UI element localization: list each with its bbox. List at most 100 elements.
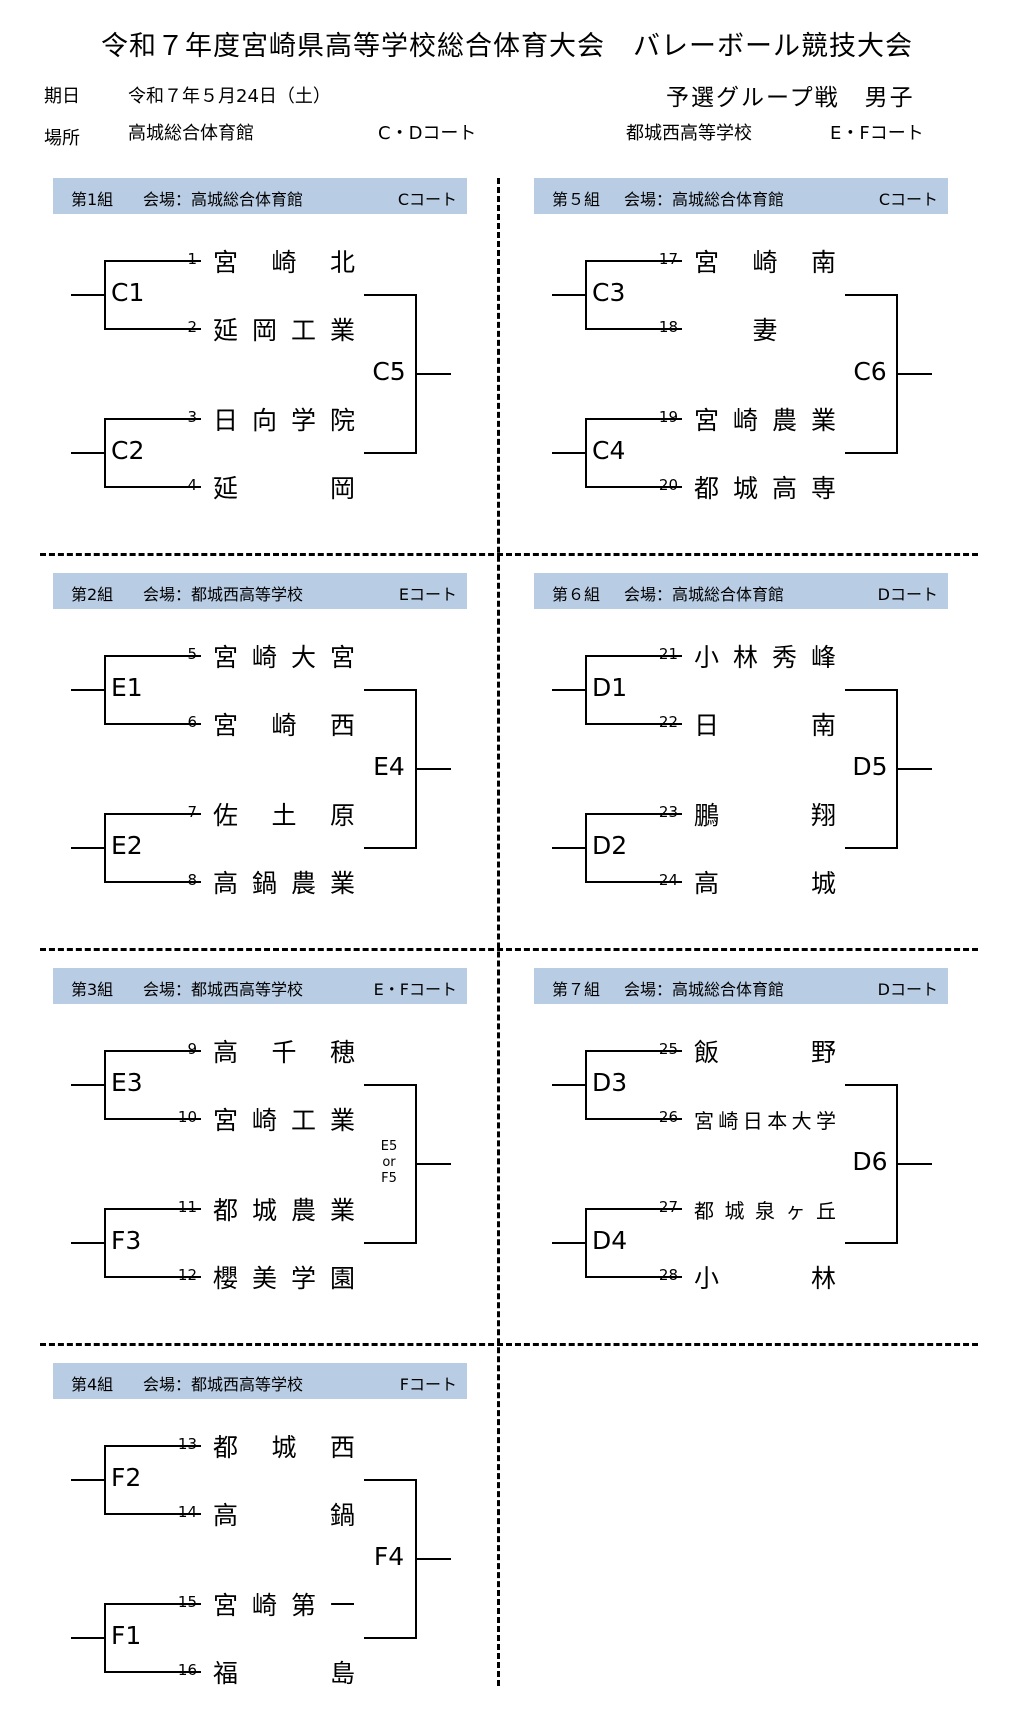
bracket-line: [104, 486, 201, 488]
bracket-line: [364, 452, 416, 454]
category-label: 予選グループ戦 男子: [666, 85, 915, 111]
group-name: 第2組: [71, 585, 114, 604]
team-seed: 2: [187, 318, 197, 336]
bracket-line: [896, 1163, 932, 1165]
team-seed: 15: [177, 1593, 197, 1611]
team-name: 櫻美学園: [213, 1264, 355, 1293]
venue1-name: 高城総合体育館: [128, 123, 254, 144]
match-label: C3: [592, 278, 626, 307]
bracket-line: [104, 1671, 201, 1673]
team-name: 宮崎日本大学: [694, 1109, 836, 1133]
bracket-line: [552, 847, 585, 849]
bracket-line: [104, 1208, 106, 1278]
team-name: 小林: [694, 1264, 836, 1293]
bracket-line: [415, 373, 451, 375]
team-name: 日南: [694, 711, 836, 740]
bracket-line: [415, 768, 451, 770]
final-match-label: D6: [852, 1147, 888, 1176]
bracket-line: [71, 1084, 104, 1086]
venue-label: 場所: [44, 128, 80, 149]
match-label: F3: [111, 1226, 142, 1255]
final-match-label: C6: [853, 357, 887, 386]
bracket-line: [585, 813, 682, 815]
bracket-line: [104, 655, 106, 725]
bracket-line: [364, 1084, 416, 1086]
bracket-line: [71, 689, 104, 691]
bracket-line: [104, 1208, 201, 1210]
bracket-line: [104, 1603, 201, 1605]
team-name: 高鍋: [213, 1501, 355, 1530]
bracket-line: [104, 328, 201, 330]
bracket-line: [845, 1084, 897, 1086]
bracket-line: [585, 1050, 587, 1120]
team-name: 都城泉ヶ丘: [694, 1199, 836, 1223]
final-match-label: E4: [373, 752, 405, 781]
bracket-line: [845, 452, 897, 454]
bracket-line: [364, 1242, 416, 1244]
match-label: D1: [592, 673, 628, 702]
bracket-line: [415, 1558, 451, 1560]
group-court: Fコート: [399, 1375, 457, 1394]
team-name: 妻: [752, 316, 778, 345]
bracket-line: [364, 1479, 416, 1481]
bracket-line: [104, 1276, 201, 1278]
bracket-line: [71, 847, 104, 849]
group-name: 第６組: [552, 585, 601, 604]
bracket-line: [552, 1084, 585, 1086]
team-seed: 18: [658, 318, 678, 336]
bracket-line: [104, 881, 201, 883]
bracket-line: [71, 294, 104, 296]
team-seed: 4: [187, 476, 197, 494]
page-title: 令和７年度宮崎県高等学校総合体育大会 バレーボール競技大会: [101, 31, 913, 62]
bracket-line: [104, 418, 201, 420]
team-seed: 24: [658, 871, 678, 889]
match-label: E3: [111, 1068, 143, 1097]
team-seed: 10: [177, 1108, 197, 1126]
match-label: C4: [592, 436, 626, 465]
bracket-line: [104, 418, 106, 488]
final-match-label: F4: [373, 1542, 405, 1571]
bracket-line: [104, 1050, 201, 1052]
match-label: E1: [111, 673, 143, 702]
team-seed: 16: [177, 1661, 197, 1679]
team-seed: 7: [187, 803, 197, 821]
team-name: 小林秀峰: [694, 643, 836, 672]
row-divider-3: [40, 1343, 978, 1346]
team-name: 高城: [694, 869, 836, 898]
bracket-line: [845, 689, 897, 691]
team-seed: 6: [187, 713, 197, 731]
team-name: 延岡: [213, 474, 355, 503]
final-match-label: C5: [372, 357, 406, 386]
group-name: 第1組: [71, 190, 114, 209]
final-match-line: or: [382, 1155, 396, 1170]
team-name: 宮崎第一: [213, 1591, 355, 1620]
team-name: 延岡工業: [213, 316, 355, 345]
bracket-line: [104, 1445, 106, 1515]
venue2-name: 都城西高等学校: [626, 123, 752, 144]
team-name: 日向学院: [213, 406, 355, 435]
match-label: C1: [111, 278, 145, 307]
team-seed: 13: [177, 1435, 197, 1453]
bracket-line: [585, 1208, 587, 1278]
team-seed: 3: [187, 408, 197, 426]
bracket-line: [104, 813, 106, 883]
bracket-line: [104, 1118, 201, 1120]
group-venue: 会場：高城総合体育館: [624, 190, 785, 209]
bracket-line: [104, 813, 201, 815]
match-label: C2: [111, 436, 145, 465]
bracket-line: [71, 1242, 104, 1244]
team-seed: 1: [187, 250, 197, 268]
venue2-courts: E・Fコート: [830, 123, 924, 144]
bracket-line: [71, 452, 104, 454]
match-label: D3: [592, 1068, 628, 1097]
bracket-line: [364, 689, 416, 691]
team-name: 宮崎北: [213, 248, 355, 277]
bracket-line: [585, 655, 587, 725]
